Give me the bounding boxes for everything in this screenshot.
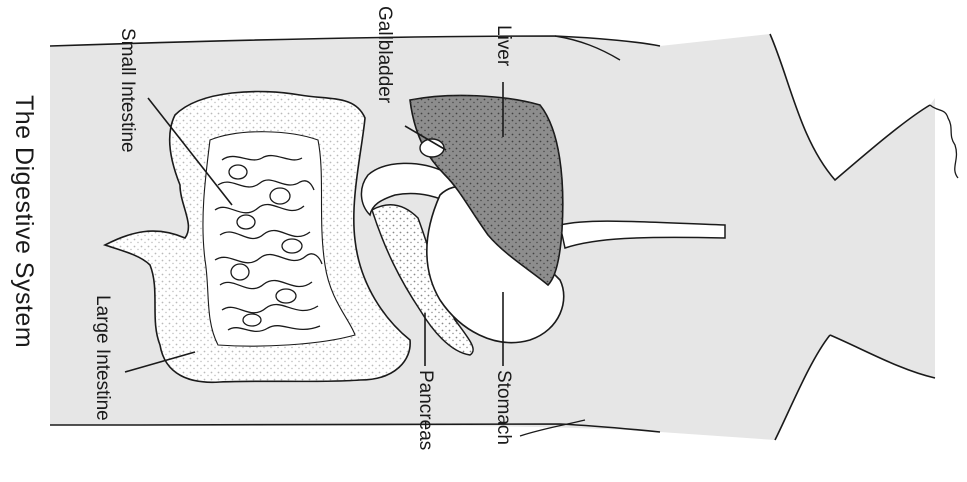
label-small-intestine: Small Intestine: [116, 28, 138, 153]
diagram-title: The Digestive System: [9, 95, 38, 348]
label-liver: Liver: [492, 25, 514, 66]
label-gallbladder: Gallbladder: [373, 6, 395, 103]
label-stomach: Stomach: [492, 370, 514, 445]
label-large-intestine: Large Intestine: [91, 295, 113, 421]
label-pancreas: Pancreas: [414, 370, 436, 450]
